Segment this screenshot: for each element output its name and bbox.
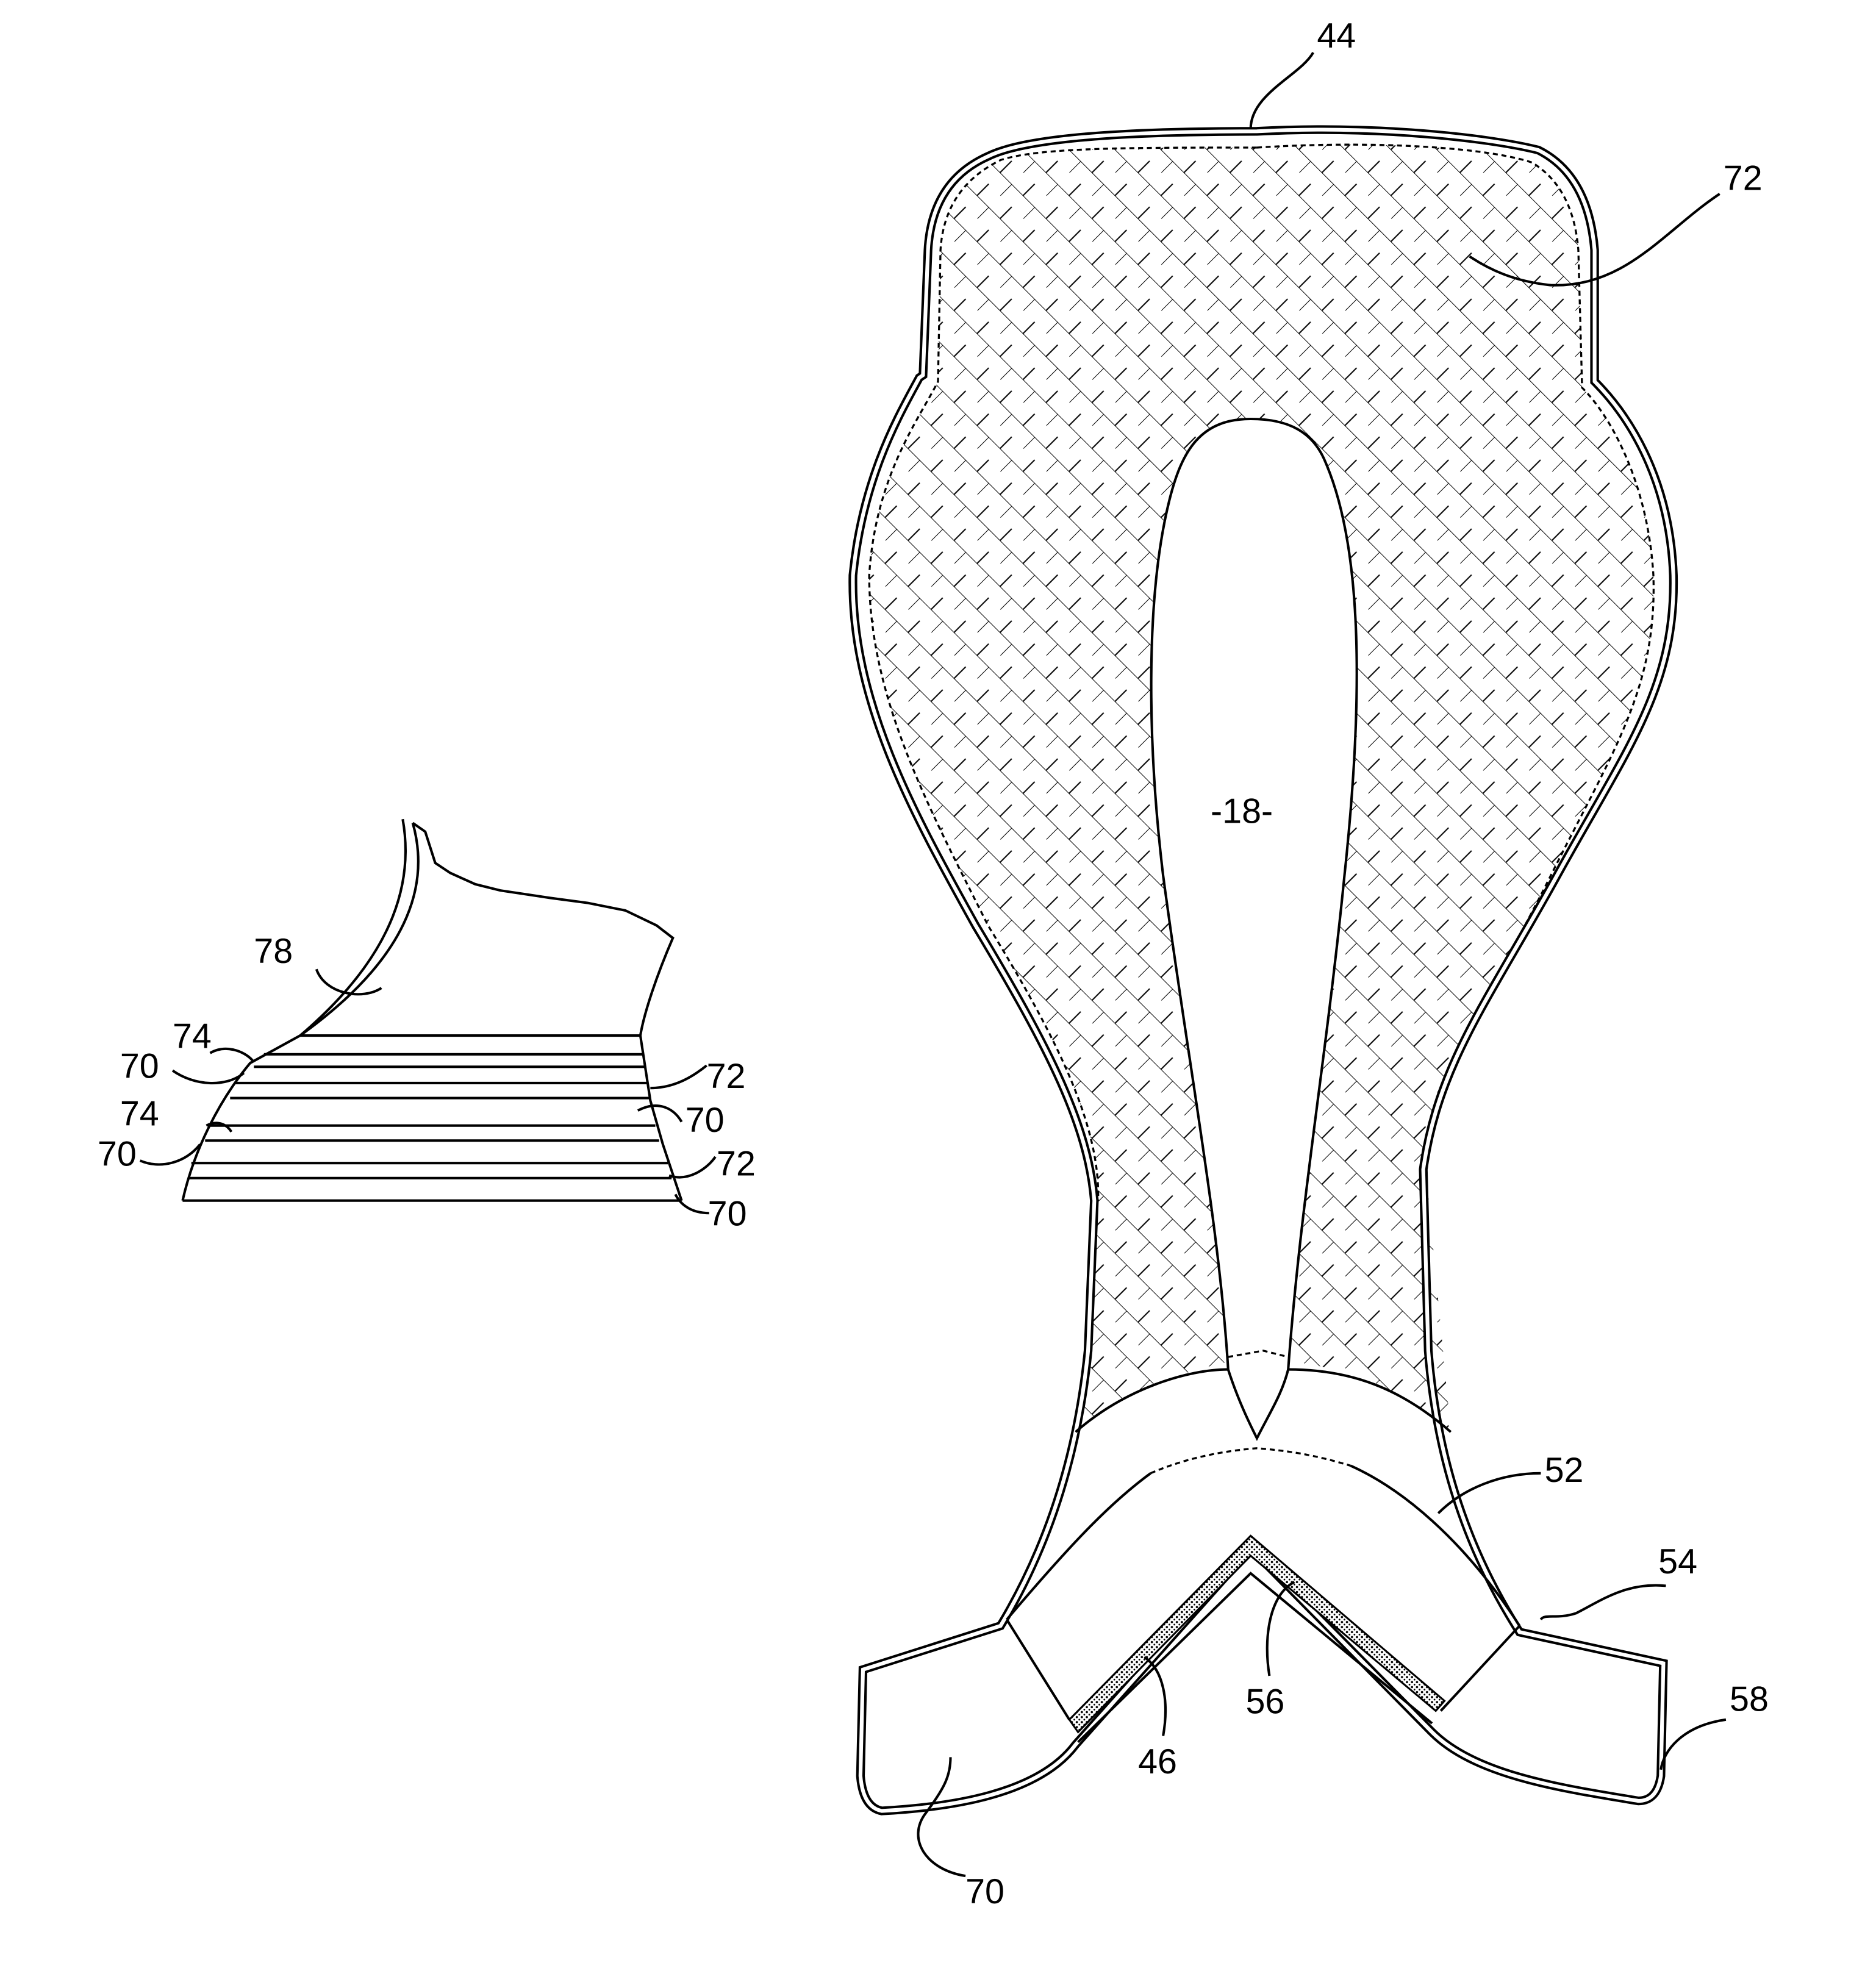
label-72: 72 [1724, 159, 1763, 198]
label-74-top: 74 [173, 1017, 212, 1056]
label-72-b: 72 [717, 1145, 756, 1184]
label-70-a: 70 [120, 1047, 159, 1086]
layer-cross-section-figure: 78 74 70 74 70 72 70 72 70 [98, 819, 756, 1233]
label-74-lower: 74 [120, 1095, 159, 1134]
torn-edge [413, 823, 682, 1200]
pad-plan-figure: 44 72 -18- 52 54 58 56 46 70 [853, 16, 1768, 1911]
label-70-c: 70 [686, 1101, 725, 1140]
label-70-d: 70 [708, 1195, 747, 1234]
label-56: 56 [1245, 1683, 1284, 1722]
label-58: 58 [1730, 1679, 1769, 1719]
label-78: 78 [254, 932, 293, 971]
outer-edge [182, 819, 406, 1200]
crotch-dashed-line [1151, 1448, 1351, 1473]
label-18: -18- [1211, 792, 1273, 831]
label-70-b: 70 [98, 1134, 137, 1173]
label-44: 44 [1317, 16, 1356, 55]
label-46: 46 [1138, 1742, 1177, 1781]
inner-edge [300, 823, 418, 1036]
label-72-a: 72 [707, 1057, 746, 1096]
label-70: 70 [965, 1872, 1004, 1911]
label-54: 54 [1658, 1542, 1697, 1581]
label-52: 52 [1545, 1451, 1584, 1490]
